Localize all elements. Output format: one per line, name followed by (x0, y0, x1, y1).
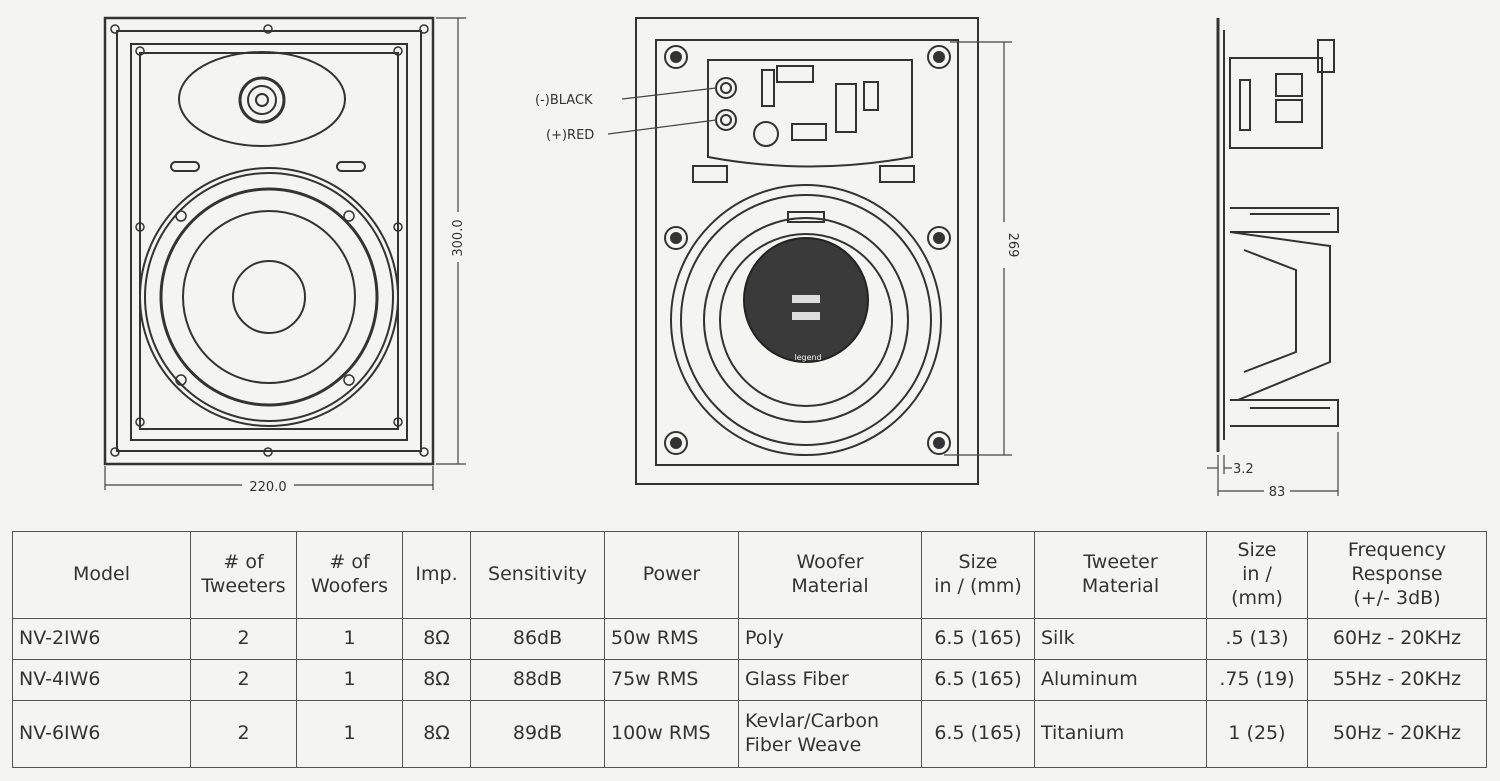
column-header-line: (+/- 3dB) (1353, 586, 1441, 609)
cell-line: Kevlar/Carbon (745, 710, 880, 733)
column-header-line: Imp. (415, 563, 458, 586)
cell-tweeters: 2 (190, 700, 297, 768)
front-view-drawing (103, 16, 435, 466)
cell-sensitivity: 88dB (470, 659, 605, 701)
column-header-line: in / (1242, 563, 1272, 586)
cell-frequency: 60Hz - 20KHz (1307, 618, 1487, 660)
column-header: Model (12, 531, 191, 619)
cell-woofer-material: Glass Fiber (738, 659, 922, 701)
column-header-line: in / (mm) (934, 575, 1022, 597)
black-terminal-label: (-)BLACK (535, 93, 593, 108)
brand-logo-text: legend (794, 353, 821, 362)
cell-tweeter-size: 1 (25) (1206, 700, 1308, 768)
column-header-line: Model (72, 563, 131, 586)
front-height-label: 300.0 (451, 219, 466, 256)
cell-power: 50w RMS (604, 618, 739, 660)
cell-model: NV-4IW6 (12, 659, 191, 701)
cell-line: Glass Fiber (745, 668, 849, 691)
cell-line: Fiber Weave (745, 734, 862, 756)
column-header-line: Woofers (310, 575, 388, 597)
column-header-line: Tweeter (1083, 551, 1158, 574)
cell-model: NV-6IW6 (12, 700, 191, 768)
cell-imp: 8Ω (402, 700, 471, 768)
cell-woofers: 1 (296, 618, 403, 660)
cutout-height-label: 269 (1005, 233, 1020, 258)
column-header-line: Size (1237, 539, 1277, 562)
cell-tweeters: 2 (190, 618, 297, 660)
cell-tweeter-material: Silk (1034, 618, 1207, 660)
red-terminal-label: (+)RED (546, 128, 594, 143)
column-header-line: Material (1081, 575, 1160, 597)
cell-imp: 8Ω (402, 618, 471, 660)
cell-woofer-size: 6.5 (165) (921, 618, 1035, 660)
cell-woofer-material: Poly (738, 618, 922, 660)
column-header: Imp. (402, 531, 471, 619)
column-header-line: Frequency (1347, 539, 1447, 562)
cell-frequency: 55Hz - 20KHz (1307, 659, 1487, 701)
cell-woofer-size: 6.5 (165) (921, 659, 1035, 701)
cell-power: 100w RMS (604, 700, 739, 768)
column-header: Sensitivity (470, 531, 605, 619)
cell-tweeter-material: Aluminum (1034, 659, 1207, 701)
back-dimension-lines (607, 41, 1012, 456)
column-header-line: Material (791, 575, 869, 597)
column-header-line: (mm) (1231, 586, 1283, 609)
back-view-drawing (635, 17, 979, 485)
side-view-drawing (1216, 18, 1339, 452)
front-width-label: 220.0 (249, 480, 286, 495)
front-dimension-lines (104, 17, 466, 490)
column-header-line: Sensitivity (488, 563, 587, 586)
cell-tweeters: 2 (190, 659, 297, 701)
speaker-technical-drawings: 220.0 300.0 (103, 16, 1339, 500)
cell-imp: 8Ω (402, 659, 471, 701)
depth-label: 83 (1269, 485, 1286, 500)
cell-woofers: 1 (296, 659, 403, 701)
column-header-line: Power (642, 563, 701, 586)
cell-tweeter-size: .5 (13) (1206, 618, 1308, 660)
column-header-line: # of (329, 551, 370, 574)
cell-sensitivity: 89dB (470, 700, 605, 768)
side-dimension-lines (1207, 432, 1339, 496)
column-header-line: Woofer (796, 551, 864, 574)
column-header: Power (604, 531, 739, 619)
cell-woofer-size: 6.5 (165) (921, 700, 1035, 768)
cell-sensitivity: 86dB (470, 618, 605, 660)
cell-woofers: 1 (296, 700, 403, 768)
cell-power: 75w RMS (604, 659, 739, 701)
cell-tweeter-size: .75 (19) (1206, 659, 1308, 701)
column-header-line: Size (958, 551, 998, 574)
cell-frequency: 50Hz - 20KHz (1307, 700, 1487, 768)
cell-line: Poly (745, 627, 784, 650)
column-header-line: Tweeters (201, 575, 286, 597)
column-header-line: # of (223, 551, 264, 574)
cell-model: NV-2IW6 (12, 618, 191, 660)
cell-tweeter-material: Titanium (1034, 700, 1207, 768)
flange-thickness-label: 3.2 (1233, 462, 1254, 477)
column-header-line: Response (1351, 563, 1443, 586)
